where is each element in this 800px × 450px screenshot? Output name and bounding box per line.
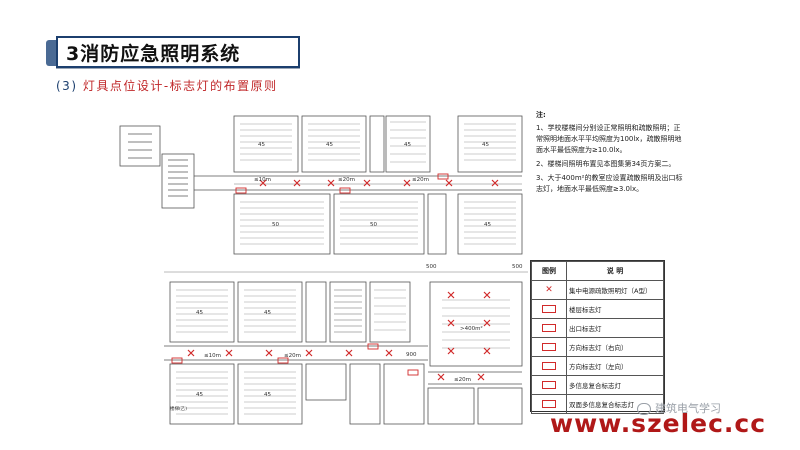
multi-info-sign-icon: [542, 381, 556, 389]
room-label-big: >400m²: [460, 325, 483, 332]
room-label: 45: [196, 310, 203, 316]
legend-desc: 多信息复合标志灯: [566, 375, 664, 395]
legend-header-symbol: 图例: [531, 261, 567, 281]
room-label: 50: [272, 222, 279, 228]
room-label: 45: [326, 142, 333, 148]
note-item: 3、大于400m²的教室应设置疏散照明及出口标志灯，地面水平最低照度≥3.0lx…: [536, 174, 683, 193]
double-multi-info-sign-icon: [542, 400, 556, 408]
notes-heading: 注:: [536, 111, 546, 119]
room-label: 45: [258, 142, 265, 148]
floor-plan-drawing: 45 45 45 45 50 50 45 45 45 45 45 >400m² …: [119, 115, 528, 425]
exit-sign-icon: [542, 324, 556, 332]
legend-header-desc: 说 明: [566, 261, 664, 281]
dim-label: 500: [512, 264, 523, 270]
dim-label: ≤20m: [454, 377, 471, 383]
dim-label: 900: [406, 352, 417, 358]
legend-desc: 方向标志灯（右向）: [566, 337, 664, 357]
legend-desc: 集中电源疏散照明灯（A型）: [566, 280, 664, 300]
room-label: 45: [482, 142, 489, 148]
wechat-icon: [637, 403, 651, 415]
dim-label: ≤20m: [338, 177, 355, 183]
subtitle-text: 灯具点位设计-标志灯的布置原则: [82, 79, 278, 93]
room-label: 45: [484, 222, 491, 228]
room-label: 45: [196, 392, 203, 398]
dim-label: ≤10m: [204, 353, 221, 359]
legend-desc: 出口标志灯: [566, 318, 664, 338]
emergency-light-icon: ✕: [545, 285, 553, 295]
note-item: 1、学校楼梯间分别设正常照明和疏散照明；正常照明地面水平平均照度为100lx，疏…: [536, 124, 682, 154]
watermark: www.szelec.cc: [550, 409, 767, 438]
dim-label: ≤20m: [284, 353, 301, 359]
wechat-source: 建筑电气学习: [637, 400, 721, 416]
room-label-small: 楼梯(乙): [170, 405, 187, 412]
room-label: 45: [264, 392, 271, 398]
dim-label: ≤20m: [412, 177, 429, 183]
direction-left-sign-icon: [542, 362, 556, 370]
note-item: 2、楼梯间照明布置见本图集第34页方案二。: [536, 160, 676, 168]
dim-label: ≤10m: [254, 177, 271, 183]
slide-subtitle: (3) 灯具点位设计-标志灯的布置原则: [56, 77, 278, 94]
floor-sign-icon: [542, 305, 556, 313]
subtitle-number: (3): [56, 79, 78, 93]
legend-desc: 楼层标志灯: [566, 299, 664, 319]
title-box: 3消防应急照明系统: [56, 36, 300, 68]
wechat-label: 建筑电气学习: [655, 402, 721, 415]
direction-right-sign-icon: [542, 343, 556, 351]
room-label: 45: [264, 310, 271, 316]
slide-title: 3消防应急照明系统: [66, 42, 241, 65]
title-underline: [56, 68, 300, 69]
room-label: 45: [404, 142, 411, 148]
legend-desc: 方向标志灯（左向）: [566, 356, 664, 376]
notes-panel: 注: 1、学校楼梯间分别设正常照明和疏散照明；正常照明地面水平平均照度为100l…: [536, 110, 686, 195]
legend-table: 图例 说 明 ✕ 集中电源疏散照明灯（A型） 楼层标志灯 出口标志灯 方向标志灯…: [530, 260, 665, 414]
room-label: 50: [370, 222, 377, 228]
dim-label: 500: [426, 264, 437, 270]
